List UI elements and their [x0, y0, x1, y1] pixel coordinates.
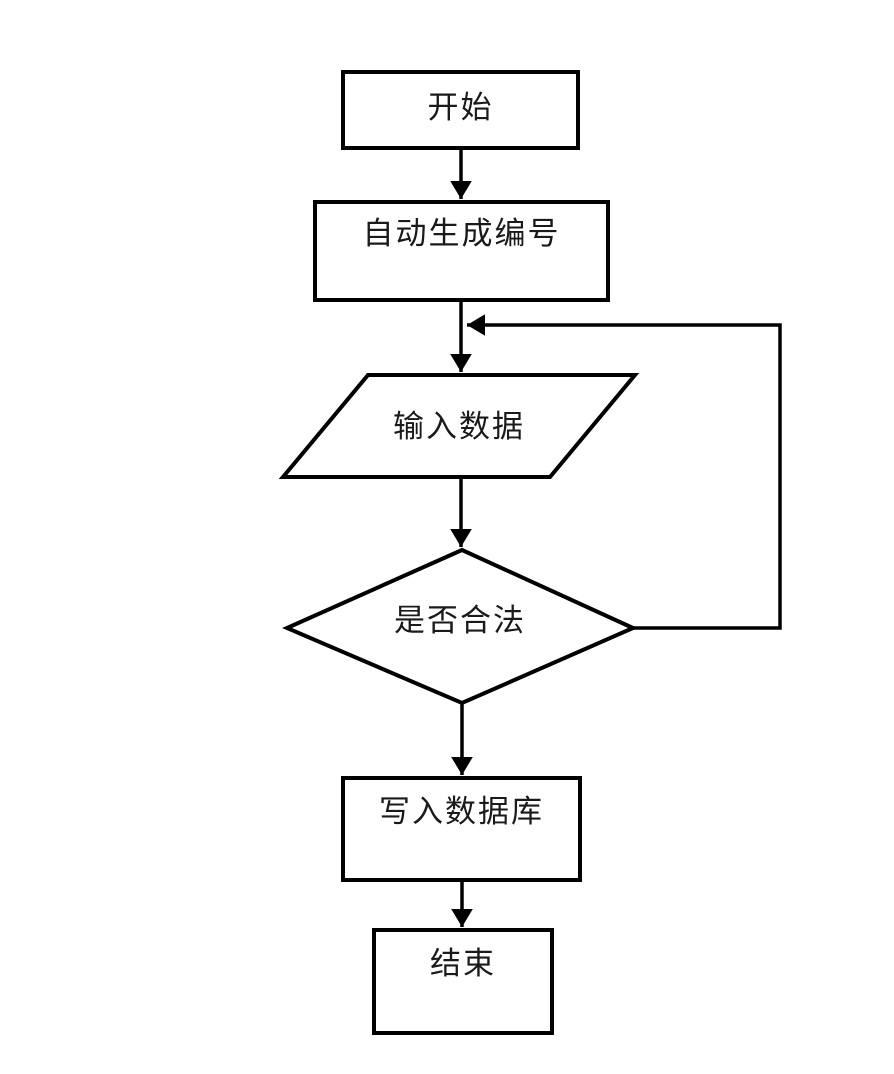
node-start-label: 开始 — [427, 90, 494, 126]
node-auto-generate-number-label: 自动生成编号 — [362, 216, 561, 252]
node-validity-check-label: 是否合法 — [394, 603, 526, 639]
node-end-label: 结束 — [430, 946, 496, 982]
node-start-rectangle — [341, 70, 580, 150]
node-input-data-label: 输入数据 — [393, 409, 525, 445]
edge-valid-loop-back — [467, 314, 782, 630]
node-auto-generate-number-rectangle — [313, 200, 610, 302]
node-input-data-parallelogram — [278, 373, 640, 479]
node-write-database-label: 写入数据库 — [379, 794, 544, 830]
node-validity-check-diamond — [282, 547, 638, 706]
node-write-database-rectangle — [341, 776, 582, 882]
node-end-rectangle — [372, 928, 554, 1035]
